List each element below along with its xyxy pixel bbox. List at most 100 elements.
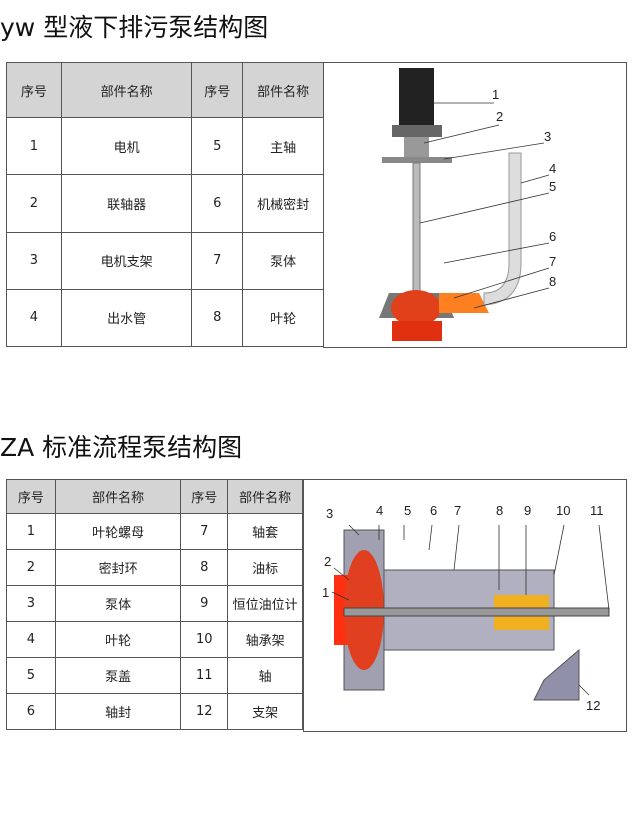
part-name: 轴承架 bbox=[227, 621, 303, 658]
motor-base-shape bbox=[392, 125, 442, 137]
part-name: 油标 bbox=[227, 549, 303, 586]
part-number: 6 bbox=[6, 693, 56, 730]
part-number: 9 bbox=[180, 585, 229, 622]
callout-line bbox=[520, 174, 550, 184]
callout-label: 7 bbox=[454, 503, 461, 518]
callout-line bbox=[453, 267, 550, 299]
table-header: 序号 部件名称 序号 部件名称 bbox=[6, 479, 303, 514]
part-name: 恒位油位计 bbox=[227, 585, 303, 622]
part-number: 1 bbox=[6, 513, 56, 550]
part-name: 轴套 bbox=[227, 513, 303, 550]
part-number: 7 bbox=[180, 513, 229, 550]
callout-line bbox=[428, 524, 433, 551]
callout-label: 8 bbox=[549, 274, 556, 289]
part-number: 10 bbox=[180, 621, 229, 658]
yw-pump-diagram: 1 2 3 4 5 6 7 8 bbox=[323, 62, 627, 348]
part-number: 7 bbox=[191, 231, 244, 290]
part-number: 6 bbox=[191, 174, 244, 233]
impeller-shape bbox=[392, 321, 442, 341]
part-name: 泵体 bbox=[54, 585, 182, 622]
callout-line bbox=[578, 684, 590, 696]
part-number: 3 bbox=[6, 585, 56, 622]
pump-body-shape bbox=[391, 290, 441, 326]
callout-label: 9 bbox=[524, 503, 531, 518]
callout-line bbox=[453, 524, 460, 571]
support-shape bbox=[533, 648, 580, 701]
callout-label: 3 bbox=[544, 129, 551, 144]
part-name: 联轴器 bbox=[60, 174, 193, 233]
callout-label: 6 bbox=[430, 503, 437, 518]
header-name: 部件名称 bbox=[54, 479, 182, 514]
part-name: 叶轮螺母 bbox=[54, 513, 182, 550]
callout-label: 12 bbox=[586, 698, 600, 713]
part-number: 8 bbox=[180, 549, 229, 586]
part-name: 主轴 bbox=[242, 117, 324, 176]
part-name: 叶轮 bbox=[242, 288, 324, 348]
table-header: 序号 部件名称 序号 部件名称 bbox=[6, 61, 324, 119]
shaft-shape bbox=[343, 607, 610, 617]
part-number: 1 bbox=[6, 117, 62, 176]
part-number: 8 bbox=[191, 288, 244, 348]
header-no: 序号 bbox=[6, 61, 62, 119]
header-name: 部件名称 bbox=[60, 61, 193, 119]
header-no: 序号 bbox=[191, 61, 244, 119]
part-number: 4 bbox=[6, 288, 62, 348]
callout-label: 5 bbox=[549, 179, 556, 194]
part-name: 支架 bbox=[227, 693, 303, 730]
callout-label: 4 bbox=[376, 503, 383, 518]
section1-title: yw 型液下排污泵结构图 bbox=[0, 13, 269, 42]
part-number: 12 bbox=[180, 693, 229, 730]
part-number: 3 bbox=[6, 231, 62, 290]
part-number: 11 bbox=[180, 657, 229, 694]
part-number: 2 bbox=[6, 549, 56, 586]
callout-line bbox=[419, 192, 550, 224]
motor-shape bbox=[399, 68, 434, 128]
callout-label: 2 bbox=[496, 109, 503, 124]
header-no: 序号 bbox=[6, 479, 56, 514]
callout-line bbox=[331, 591, 350, 601]
outlet-shape bbox=[439, 293, 489, 313]
callout-line bbox=[553, 524, 565, 576]
callout-line bbox=[473, 287, 550, 309]
outlet-pipe-shape bbox=[483, 152, 522, 306]
callout-line bbox=[443, 242, 550, 264]
shaft-shape bbox=[412, 162, 421, 294]
callout-label: 6 bbox=[549, 229, 556, 244]
callout-label: 5 bbox=[404, 503, 411, 518]
part-name: 机械密封 bbox=[242, 174, 324, 233]
callout-label: 2 bbox=[324, 554, 331, 569]
callout-label: 8 bbox=[496, 503, 503, 518]
callout-label: 11 bbox=[590, 503, 604, 518]
coupling-shape bbox=[404, 137, 429, 157]
part-number: 2 bbox=[6, 174, 62, 233]
part-name: 泵盖 bbox=[54, 657, 182, 694]
part-number: 5 bbox=[6, 657, 56, 694]
part-name: 密封环 bbox=[54, 549, 182, 586]
callout-label: 1 bbox=[322, 585, 329, 600]
section2-title: ZA 标准流程泵结构图 bbox=[0, 433, 243, 462]
callout-line bbox=[598, 524, 610, 611]
part-name: 电机 bbox=[60, 117, 193, 176]
callout-line bbox=[423, 124, 500, 144]
callout-line bbox=[348, 524, 360, 536]
callout-label: 4 bbox=[549, 161, 556, 176]
header-no: 序号 bbox=[180, 479, 229, 514]
callout-label: 7 bbox=[549, 254, 556, 269]
motor-bracket-shape bbox=[382, 157, 452, 163]
callout-label: 1 bbox=[492, 87, 499, 102]
header-name: 部件名称 bbox=[227, 479, 303, 514]
callout-line bbox=[443, 142, 545, 160]
callout-label: 10 bbox=[556, 503, 570, 518]
